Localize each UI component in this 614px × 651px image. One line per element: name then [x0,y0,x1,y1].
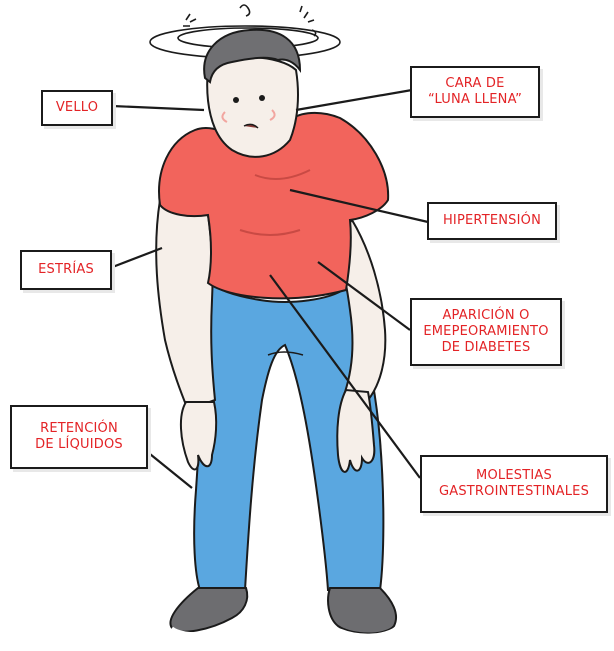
shoes [170,588,396,635]
label-molestias-gastrointestinales: MOLESTIAS GASTROINTESTINALES [420,455,608,513]
label-vello: VELLO [41,90,113,126]
label-cara-luna-llena: CARA DE “LUNA LLENA” [410,66,540,118]
label-diabetes: APARICIÓN O EMEPEORAMIENTO DE DIABETES [410,298,562,366]
label-retencion-liquidos: RETENCIÓN DE LÍQUIDOS [10,405,148,469]
label-hipertension: HIPERTENSIÓN [427,202,557,240]
hands [181,390,374,472]
label-estrias: ESTRÍAS [20,250,112,290]
